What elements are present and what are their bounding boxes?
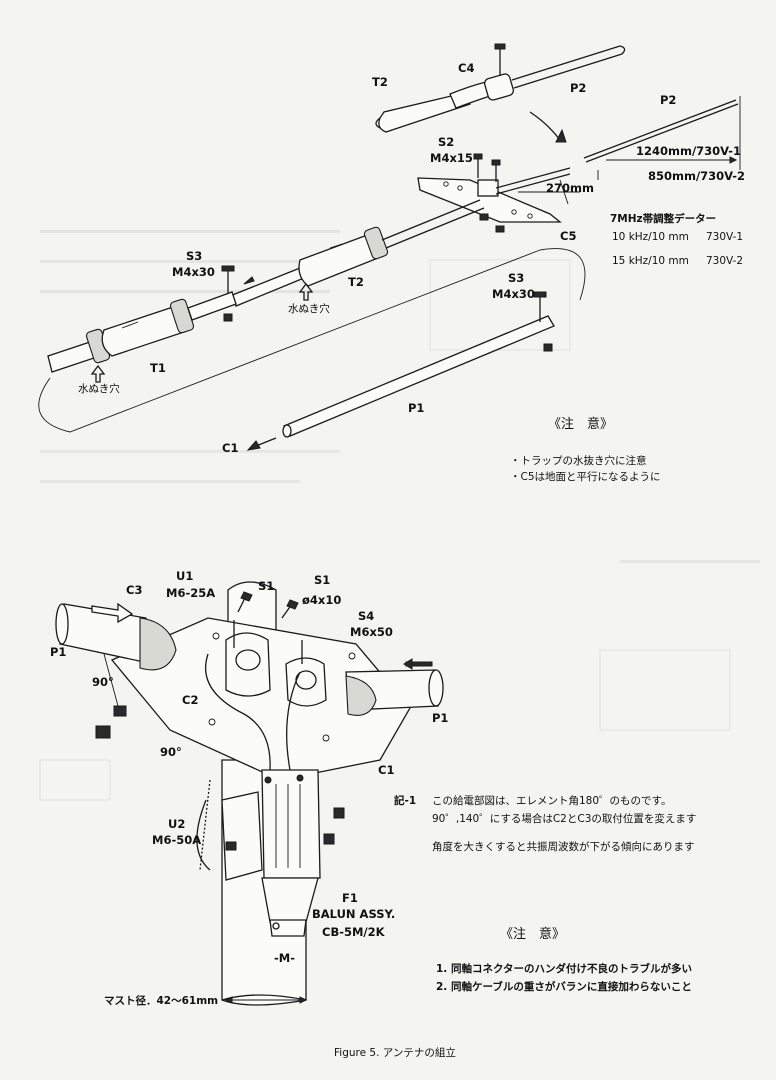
label-f1: F1	[342, 891, 358, 905]
caution-top-title: 《注 意》	[548, 416, 613, 432]
arrow-c1-top	[246, 437, 277, 451]
adjust-row-2-freq: 15 kHz/10 mm	[612, 255, 689, 267]
note-line-2: 90゜,140゜にする場合はC2とC3の取付位置を変えます	[432, 812, 696, 825]
mast-dimension	[224, 996, 308, 1004]
label-p1-left: P1	[50, 645, 66, 659]
label-c3: C3	[126, 583, 142, 597]
arrow-head-top	[555, 128, 567, 143]
adjust-row-2-model: 730V-2	[706, 255, 743, 267]
label-t2-mid: T2	[348, 275, 364, 289]
label-t2-top: T2	[372, 75, 388, 89]
label-s1-b: S1	[314, 573, 330, 587]
note-line-1: この給電部図は、エレメント角180゜のものです。	[432, 794, 672, 807]
label-drain-left: 水ぬき穴	[78, 382, 120, 395]
label-s2: S2	[438, 135, 454, 149]
label-u2-size: M6-50A	[152, 833, 201, 847]
label-u2: U2	[168, 817, 185, 831]
trap-t2-top	[375, 43, 626, 133]
clamp-c3	[225, 632, 327, 707]
caution-top-item-2: ・C5は地面と平行になるように	[510, 470, 661, 483]
label-angle-90-b: 90°	[160, 745, 182, 759]
caution-bottom-item-2: 2. 同軸ケーブルの重さがバランに直接加わらないこと	[436, 980, 692, 993]
tube-p1-right	[345, 658, 444, 716]
loose-nuts	[95, 653, 127, 739]
label-angle-90-a: 90°	[92, 675, 114, 689]
tube-p1-top	[282, 291, 555, 438]
caution-bottom: 《注 意》 1. 同軸コネクターのハンダ付け不良のトラブルが多い 2. 同軸ケー…	[436, 926, 692, 993]
label-s3-left: S3	[186, 249, 202, 263]
label-balun-model: CB-5M/2K	[322, 925, 386, 939]
label-c1-top: C1	[222, 441, 238, 455]
bottom-labels: U1 M6-25A C3 S1 S1 ø4x10 S4 M6x50 P1 90°…	[50, 569, 448, 1007]
adjust-row-1-model: 730V-1	[706, 231, 743, 243]
note-block: 記-1 この給電部図は、エレメント角180゜のものです。 90゜,140゜にする…	[394, 794, 696, 853]
label-s3-right: S3	[508, 271, 524, 285]
caution-bottom-title: 《注 意》	[500, 926, 565, 942]
label-s4-size: M6x50	[350, 625, 393, 639]
label-s1-size: ø4x10	[302, 593, 341, 607]
screw-s3-left	[221, 265, 255, 322]
label-p1-top: P1	[408, 401, 424, 415]
note-line-3: 角度を大きくすると共振周波数が下がる傾向にあります	[432, 840, 695, 853]
figure-caption: Figure 5. アンテナの組立	[334, 1046, 456, 1059]
label-c5: C5	[560, 229, 576, 243]
arrow-curve-top	[529, 111, 561, 141]
label-dim-1240: 1240mm/730V-1	[636, 144, 741, 158]
label-p2-a: P2	[570, 81, 586, 95]
adjust-row-1-freq: 10 kHz/10 mm	[612, 231, 689, 243]
trap-t2-middle	[229, 199, 485, 307]
label-u1: U1	[176, 569, 193, 583]
label-s2-size: M4x15	[430, 151, 473, 165]
tube-p1-left	[55, 602, 177, 671]
caution-top-item-1: ・トラップの水抜き穴に注意	[510, 454, 647, 467]
adjust-data-title: 7MHz帯調整データー	[610, 212, 716, 225]
label-p2-b: P2	[660, 93, 676, 107]
balun-f1	[261, 769, 321, 937]
caution-top: 《注 意》 ・トラップの水抜き穴に注意 ・C5は地面と平行になるように	[510, 416, 661, 483]
trap-t1	[47, 291, 237, 373]
bracket-plate-c1	[110, 617, 411, 781]
drain-arrow-left	[90, 364, 106, 383]
rod-p2	[583, 96, 741, 180]
drain-arrow-mid	[298, 282, 314, 301]
adjust-data-table: 7MHz帯調整データー 10 kHz/10 mm 730V-1 15 kHz/1…	[610, 212, 743, 267]
label-s1-a: S1	[258, 579, 274, 593]
label-c2: C2	[182, 693, 198, 707]
label-t1: T1	[150, 361, 166, 375]
label-m-connector: -M-	[274, 951, 295, 965]
label-dim-270: 270mm	[546, 181, 594, 195]
caution-bottom-item-1: 1. 同軸コネクターのハンダ付け不良のトラブルが多い	[436, 962, 692, 975]
feed-wires	[196, 653, 301, 871]
label-s3-left-size: M4x30	[172, 265, 215, 279]
label-s4: S4	[358, 609, 374, 623]
bleed-through-texture	[39, 230, 760, 801]
label-mast: マスト径．42〜61mm	[104, 994, 218, 1007]
label-s3-right-size: M4x30	[492, 287, 535, 301]
label-balun: BALUN ASSY.	[312, 907, 395, 921]
guide-loop	[38, 248, 586, 433]
label-p1-right: P1	[432, 711, 448, 725]
label-u1-size: M6-25A	[166, 586, 215, 600]
label-c4: C4	[458, 61, 474, 75]
note-ref: 記-1	[394, 794, 416, 807]
bracket-c5	[417, 153, 580, 233]
top-labels: C4 T2 P2 P2 S2 M4x15 1240mm/730V-1 850mm…	[78, 61, 745, 455]
label-c1: C1	[378, 763, 394, 777]
label-dim-850: 850mm/730V-2	[648, 169, 745, 183]
screws-s1-s4	[233, 591, 303, 664]
u-bolt-u2	[199, 779, 345, 881]
label-drain-mid: 水ぬき穴	[288, 302, 330, 315]
